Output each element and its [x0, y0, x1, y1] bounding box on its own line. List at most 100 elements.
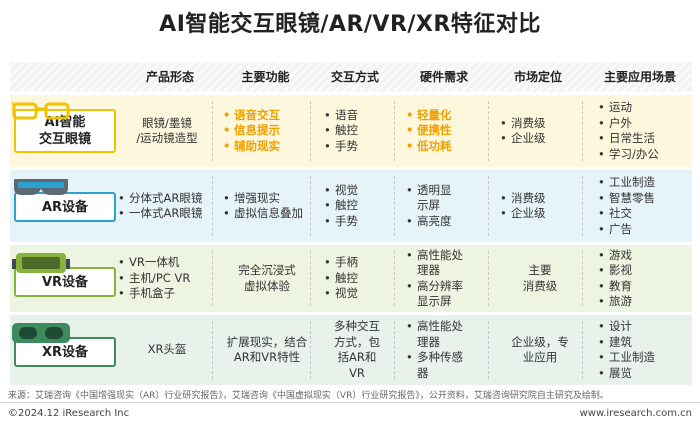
list-item: 高亮度	[406, 214, 486, 230]
bullet-list: 轻量化便携性低功耗	[406, 108, 486, 155]
column-divider	[488, 321, 489, 379]
list-item: 广告	[598, 222, 681, 238]
cell-form: VR一体机主机/PC VR手机盒子	[118, 255, 216, 302]
list-item: 便携性	[406, 123, 486, 139]
table-header-band	[10, 62, 692, 92]
col-header-functions: 主要功能	[241, 70, 290, 84]
list-item: 手机盒子	[118, 286, 216, 302]
list-item: 多种传感 器	[406, 350, 486, 381]
list-item: 高性能处 理器	[406, 248, 486, 279]
list-item: 展览	[598, 366, 681, 382]
list-item: 触控	[324, 198, 390, 214]
list-item: 语音交互	[223, 108, 311, 124]
bullet-list: 语音触控手势	[324, 108, 390, 155]
list-item: 触控	[324, 123, 390, 139]
list-item: 虚拟信息叠加	[223, 206, 311, 222]
list-item: 企业级	[500, 131, 580, 147]
list-item: 运动	[598, 100, 681, 116]
cell-interaction: 语音触控手势	[324, 108, 390, 155]
list-item: 视觉	[324, 286, 390, 302]
column-divider	[310, 251, 311, 306]
list-item: 日常生活	[598, 131, 681, 147]
list-item: 轻量化	[406, 108, 486, 124]
cell-interaction: 视觉触控手势	[324, 183, 390, 230]
column-divider	[310, 321, 311, 379]
list-item: 社交	[598, 206, 681, 222]
footer-website: www.iresearch.com.cn	[579, 408, 692, 419]
list-item: 手势	[324, 139, 390, 155]
vr-headset-icon	[12, 251, 70, 279]
list-item: 游戏	[598, 248, 681, 264]
column-divider	[582, 251, 583, 306]
row-label-ai: AI智能交互眼镜	[14, 109, 116, 153]
glasses-icon	[11, 100, 70, 126]
column-divider	[582, 101, 583, 161]
table-row: AR设备分体式AR眼镜一体式AR眼镜增强现实虚拟信息叠加视觉触控手势透明显 示屏…	[10, 170, 692, 242]
col-header-scenarios: 主要应用场景	[603, 70, 676, 84]
row-background	[10, 315, 692, 385]
cell-functions: 扩展现实，结合 AR和VR特性	[226, 334, 308, 365]
list-item: 旅游	[598, 294, 681, 310]
bullet-list: 语音交互信息提示辅助现实	[223, 108, 311, 155]
list-item: 一体式AR眼镜	[118, 206, 216, 222]
cell-scenarios: 游戏影视教育旅游	[598, 248, 681, 310]
bullet-list: 视觉触控手势	[324, 183, 390, 230]
column-divider	[212, 321, 213, 379]
cell-market: 主要 消费级	[522, 263, 558, 293]
list-item: 高性能处 理器	[406, 319, 486, 350]
ar-goggles-icon	[12, 176, 70, 202]
column-divider	[394, 176, 395, 236]
column-divider	[212, 101, 213, 161]
list-item: 学习/办公	[598, 147, 681, 163]
column-divider	[488, 176, 489, 236]
bullet-list: 工业制造智慧零售社交广告	[598, 175, 681, 237]
cell-market: 企业级，专 业应用	[511, 334, 569, 365]
cell-hardware: 高性能处 理器多种传感 器	[406, 319, 486, 381]
cell-market: 消费级企业级	[500, 191, 580, 222]
column-divider	[394, 101, 395, 161]
cell-functions: 语音交互信息提示辅助现实	[223, 108, 311, 155]
list-item: VR一体机	[118, 255, 216, 271]
cell-hardware: 高性能处 理器高分辨率 显示屏	[406, 248, 486, 310]
list-item: 教育	[598, 279, 681, 295]
col-header-interaction: 交互方式	[330, 70, 379, 84]
cell-functions: 增强现实虚拟信息叠加	[223, 191, 311, 222]
cell-form: 眼镜/墨镜 /运动镜造型	[136, 115, 198, 146]
col-header-hardware: 硬件需求	[419, 70, 468, 84]
list-item: 智慧零售	[598, 191, 681, 207]
list-item: 工业制造	[598, 175, 681, 191]
bullet-list: 运动户外日常生活学习/办公	[598, 100, 681, 162]
bullet-list: VR一体机主机/PC VR手机盒子	[118, 255, 216, 302]
cell-hardware: 轻量化便携性低功耗	[406, 108, 486, 155]
cell-form: 分体式AR眼镜一体式AR眼镜	[118, 191, 216, 222]
footer-divider	[0, 402, 700, 403]
bullet-list: 增强现实虚拟信息叠加	[223, 191, 311, 222]
cell-scenarios: 工业制造智慧零售社交广告	[598, 175, 681, 237]
bullet-list: 高性能处 理器高分辨率 显示屏	[406, 248, 486, 310]
col-header-market: 市场定位	[513, 70, 562, 84]
list-item: 建筑	[598, 335, 681, 351]
cell-hardware: 透明显 示屏高亮度	[406, 183, 486, 230]
list-item: 工业制造	[598, 350, 681, 366]
list-item: 视觉	[324, 183, 390, 199]
list-item: 透明显 示屏	[406, 183, 486, 214]
bullet-list: 游戏影视教育旅游	[598, 248, 681, 310]
list-item: 设计	[598, 319, 681, 335]
list-item: 消费级	[500, 191, 580, 207]
list-item: 增强现实	[223, 191, 311, 207]
cell-scenarios: 运动户外日常生活学习/办公	[598, 100, 681, 162]
cell-form: XR头盔	[147, 342, 187, 357]
page-title: AI智能交互眼镜/AR/VR/XR特征对比	[159, 12, 541, 37]
column-divider	[582, 176, 583, 236]
bullet-list: 消费级企业级	[500, 116, 580, 147]
cell-functions: 完全沉浸式 虚拟体验	[238, 263, 296, 293]
table-row: VR设备VR一体机主机/PC VR手机盒子完全沉浸式 虚拟体验手柄触控视觉高性能…	[10, 245, 692, 312]
list-item: 语音	[324, 108, 390, 124]
column-divider	[488, 101, 489, 161]
bullet-list: 消费级企业级	[500, 191, 580, 222]
cell-interaction: 多种交互 方式，包 括AR和 VR	[334, 319, 380, 380]
bullet-list: 手柄触控视觉	[324, 255, 390, 302]
list-item: 低功耗	[406, 139, 486, 155]
